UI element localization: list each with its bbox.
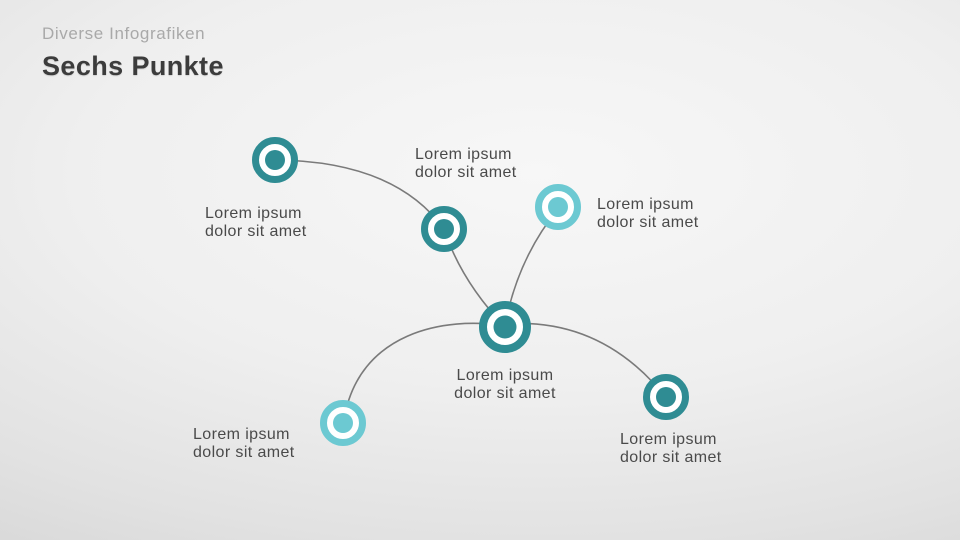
node-center-label: Lorem ipsum dolor sit amet [454, 367, 556, 403]
slide-subtitle: Diverse Infografiken [42, 24, 206, 43]
node-3-dot [548, 197, 568, 217]
node-2-label-line1: Lorem ipsum [415, 146, 512, 163]
node-5-label-line2: dolor sit amet [193, 444, 295, 461]
node-3-label-line1: Lorem ipsum [597, 196, 694, 213]
node-1-label: Lorem ipsum dolor sit amet [205, 205, 307, 241]
node-1 [252, 137, 298, 183]
node-2-label-line2: dolor sit amet [415, 164, 517, 181]
slide-header: Diverse Infografiken Sechs Punkte [42, 24, 224, 82]
node-6-label-line2: dolor sit amet [620, 449, 722, 466]
slide-title: Sechs Punkte [42, 51, 224, 81]
node-center [479, 301, 531, 353]
node-3 [535, 184, 581, 230]
node-center-dot [493, 315, 517, 339]
node-5 [320, 400, 366, 446]
node-6-dot [656, 387, 676, 407]
node-1-label-line1: Lorem ipsum [205, 205, 302, 222]
node-6-label: Lorem ipsum dolor sit amet [620, 431, 722, 467]
node-2-label: Lorem ipsum dolor sit amet [415, 146, 517, 182]
node-2-dot [434, 219, 454, 239]
node-3-label: Lorem ipsum dolor sit amet [597, 196, 699, 232]
node-5-label: Lorem ipsum dolor sit amet [193, 426, 295, 462]
node-5-dot [333, 413, 353, 433]
node-3-label-line2: dolor sit amet [597, 214, 699, 231]
node-center-label-line2: dolor sit amet [454, 385, 556, 402]
node-6-label-line1: Lorem ipsum [620, 431, 717, 448]
node-6 [643, 374, 689, 420]
node-1-label-line2: dolor sit amet [205, 223, 307, 240]
node-2 [421, 206, 467, 252]
node-5-label-line1: Lorem ipsum [193, 426, 290, 443]
node-center-label-line1: Lorem ipsum [456, 367, 554, 384]
node-1-dot [265, 150, 285, 170]
